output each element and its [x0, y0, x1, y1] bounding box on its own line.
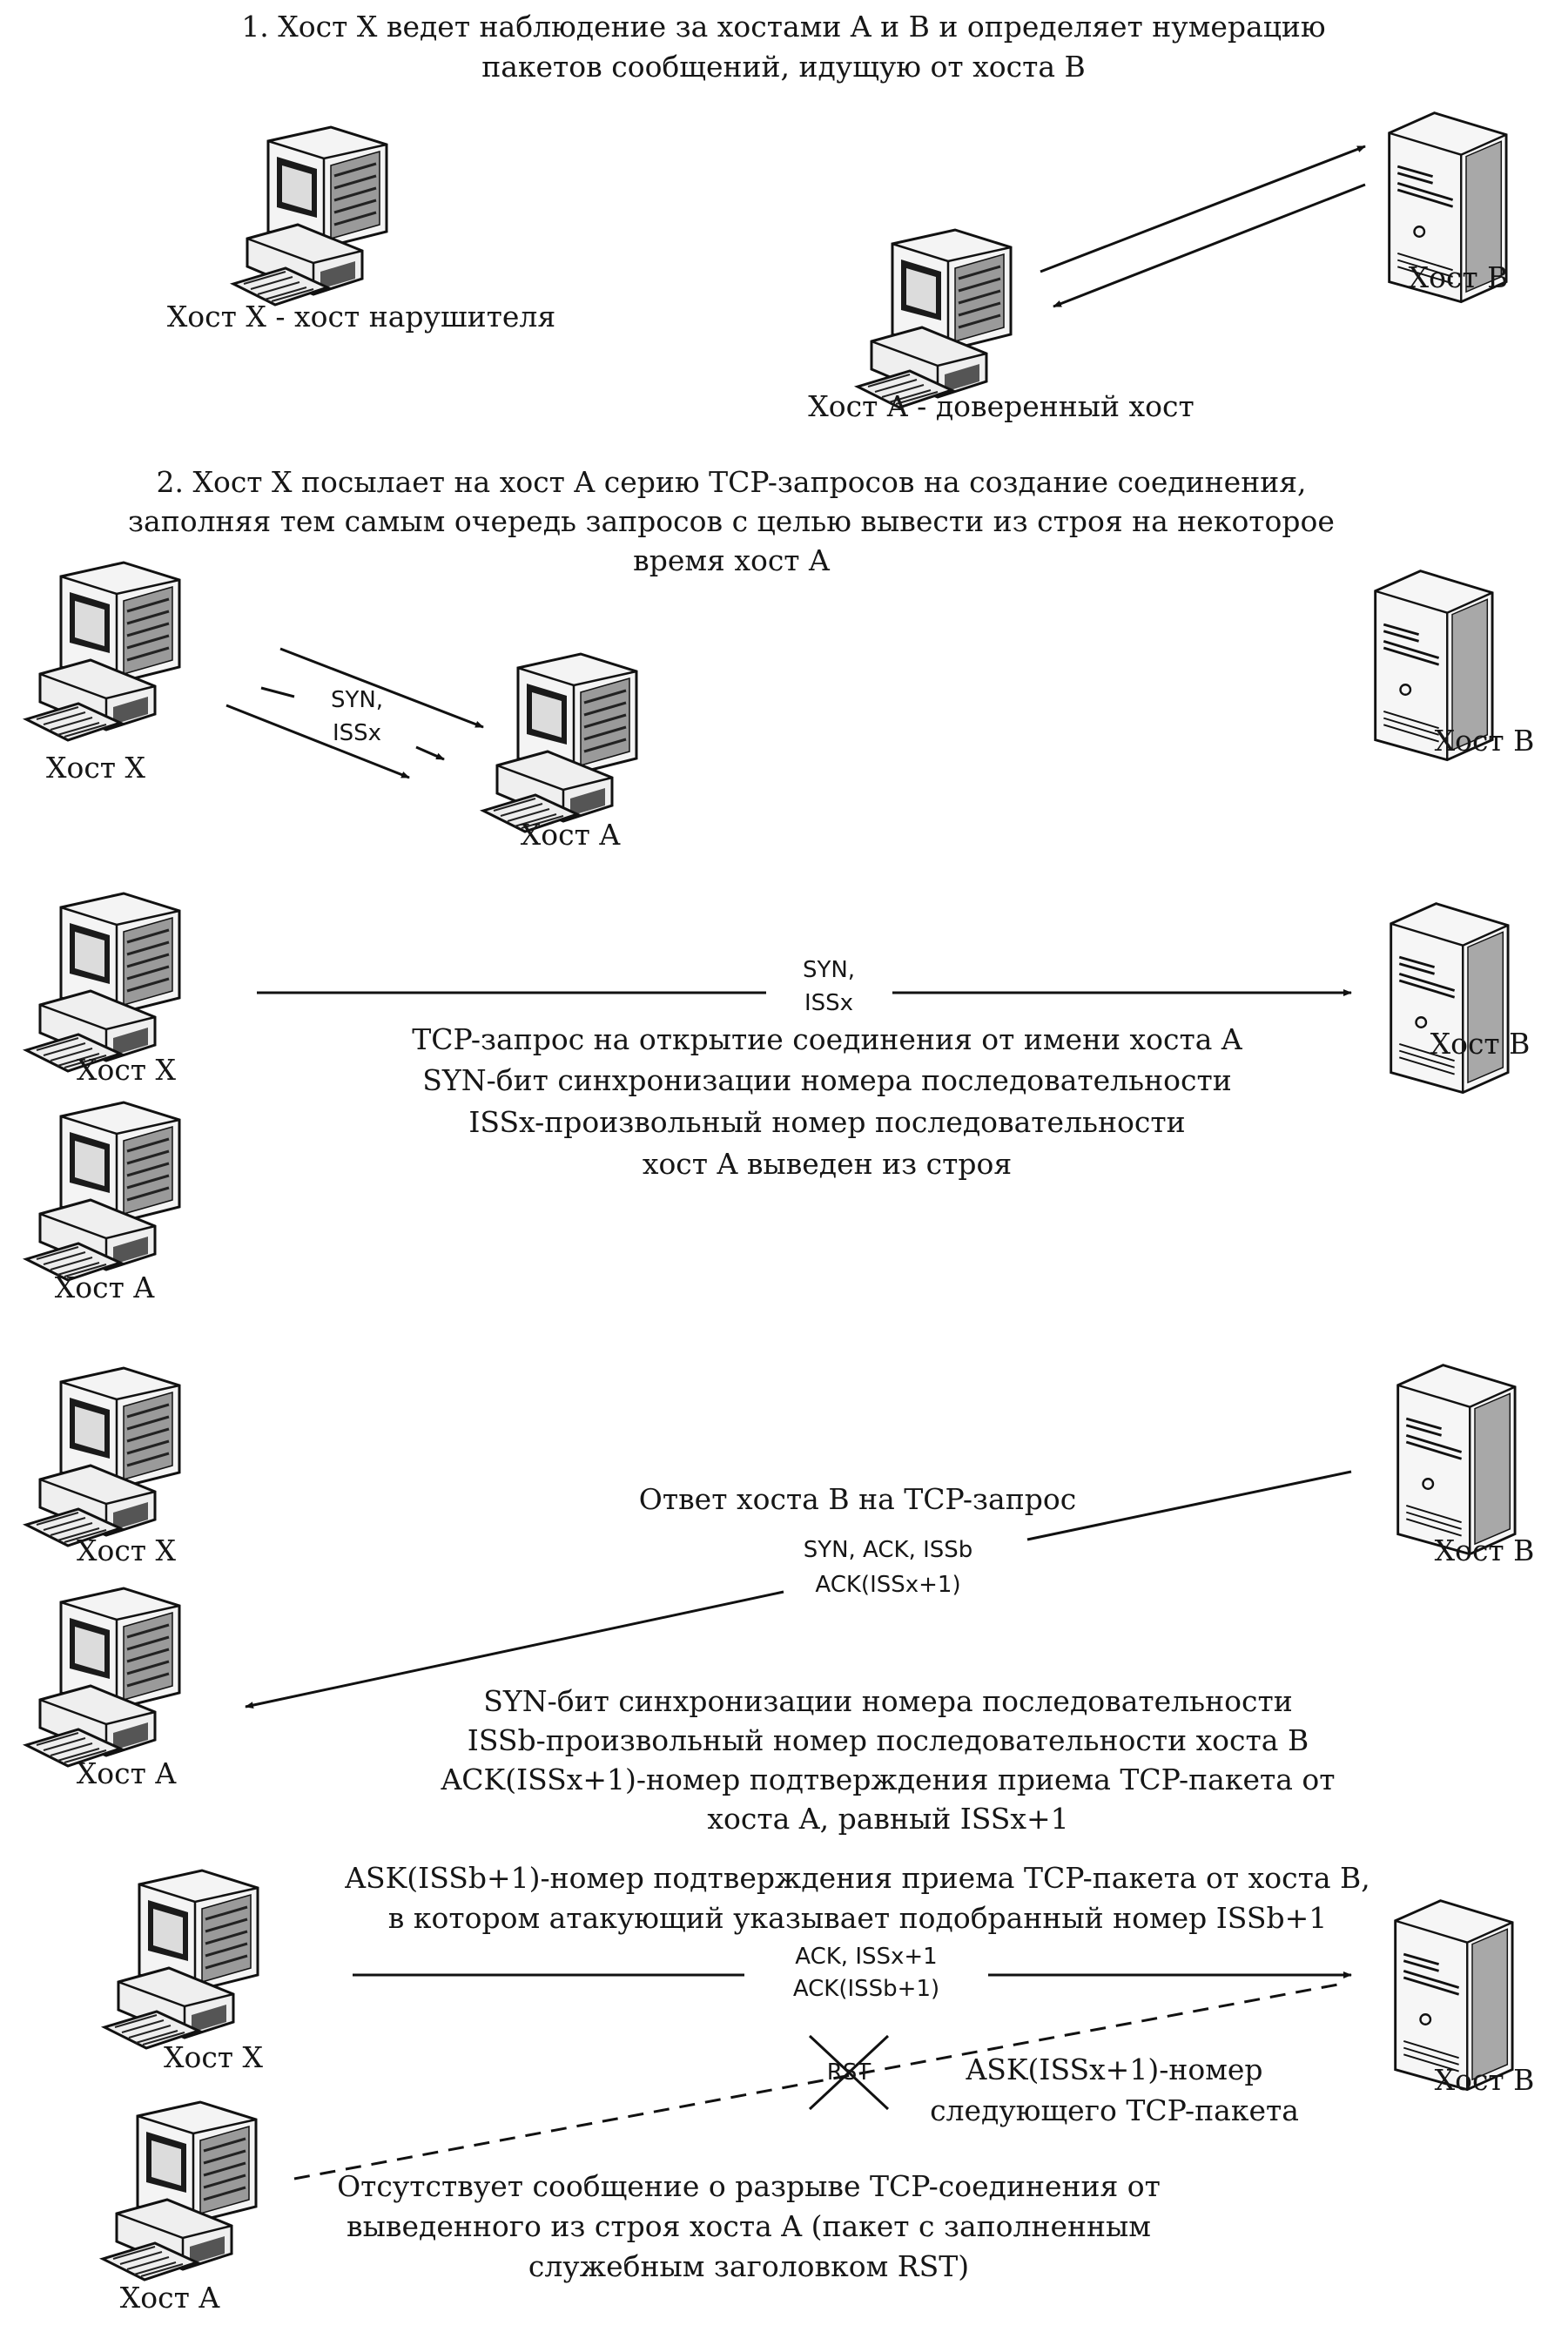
request-note-1: TCP-запрос на открытие соединения от име…	[412, 1022, 1243, 1056]
host-x-label: Хост X	[77, 1053, 177, 1087]
step2-line3: время хост A	[633, 543, 831, 577]
step2-line2: заполняя тем самым очередь запросов с це…	[128, 504, 1335, 538]
ask-issb-note-2: в котором атакующий указывает подобранны…	[388, 1901, 1327, 1935]
request-note-2: SYN-бит синхронизации номера последовате…	[422, 1063, 1231, 1097]
step2-caption: 2. Хост X посылает на хост A серию TCP-з…	[128, 465, 1335, 577]
host-a-computer-icon	[24, 1101, 181, 1282]
request-note-3: ISSx-произвольный номер последовательнос…	[468, 1105, 1185, 1139]
host-x-label: Хост X	[164, 2040, 264, 2074]
request-explanation: TCP-запрос на открытие соединения от име…	[412, 1022, 1243, 1181]
response-line-right	[1026, 1470, 1352, 1541]
response-note-1: SYN-бит синхронизации номера последовате…	[483, 1684, 1292, 1718]
host-b-label: Хост B	[1435, 2063, 1535, 2097]
host-x-computer-icon	[24, 1366, 181, 1547]
host-x-computer-icon	[24, 561, 181, 742]
syn-flood-arrow-2	[225, 704, 410, 779]
no-rst-note-3: служебным заголовком RST)	[528, 2249, 969, 2283]
host-b-label: Хост B	[1430, 1027, 1531, 1061]
response-explanation: SYN-бит синхронизации номера последовате…	[440, 1684, 1335, 1836]
rst-blocked-icon: RST	[808, 2034, 890, 2111]
step1-line2: пакетов сообщений, идущую от хоста B	[481, 50, 1086, 84]
ack-issx-packet-label: ACK, ISSx+1	[795, 1944, 937, 1970]
syn-flood-dash	[260, 686, 295, 698]
step1-line1: 1. Хост X ведет наблюдение за хостами A …	[241, 10, 1325, 44]
no-rst-note-1: Отсутствует сообщение о разрыве TCP-соед…	[337, 2169, 1161, 2203]
host-b-label: Хост B	[1435, 724, 1535, 758]
host-x-computer-icon	[24, 892, 181, 1073]
host-a-label: Хост A	[521, 818, 622, 852]
issx-label: ISSx	[333, 720, 381, 746]
host-x-label: Хост X	[77, 1533, 177, 1567]
host-x-computer-icon	[232, 125, 388, 307]
response-note-2: ISSb-произвольный номер последовательнос…	[468, 1723, 1309, 1757]
syn-flood-arrow-1	[279, 647, 484, 729]
response-note-3: ACK(ISSx+1)-номер подтверждения приема T…	[440, 1762, 1335, 1796]
host-b-server-icon	[1396, 1364, 1517, 1556]
host-a-label: Хост A	[120, 2281, 221, 2315]
host-a-label: Хост A	[55, 1270, 156, 1304]
syn-flag-label: SYN,	[803, 957, 855, 983]
host-b-server-icon	[1390, 902, 1510, 1095]
host-x-attacker-label: Хост X - хост нарушителя	[167, 300, 555, 334]
ack-issx-label: ACK(ISSx+1)	[815, 1572, 960, 1598]
host-b-server-icon	[1394, 1899, 1514, 2092]
host-b-label: Хост B	[1435, 1533, 1535, 1567]
host-a-computer-icon	[101, 2100, 258, 2281]
syn-flood-arrows: SYN, ISSx	[225, 647, 484, 779]
host-a-computer-icon	[481, 652, 638, 833]
step2-line1: 2. Хост X посылает на хост A серию TCP-з…	[156, 465, 1306, 499]
host-a-label: Хост A	[77, 1756, 178, 1790]
host-x-label: Хост X	[46, 751, 146, 785]
host-a-computer-icon	[24, 1587, 181, 1768]
response-title: Ответ хоста B на TCP-запрос	[639, 1482, 1076, 1516]
host-a-computer-icon	[856, 228, 1013, 409]
arrow-a-to-b	[1040, 145, 1366, 273]
host-a-trusted-label: Хост A - доверенный хост	[808, 389, 1194, 423]
no-rst-explanation: Отсутствует сообщение о разрыве TCP-соед…	[337, 2169, 1161, 2283]
step1-caption: 1. Хост X ведет наблюдение за хостами A …	[241, 10, 1325, 84]
syn-flood-arrow-3	[415, 745, 445, 761]
cross-stroke-2	[808, 2034, 890, 2111]
missing-rst-dashed-line	[293, 1982, 1343, 2180]
ack-issb-label: ACK(ISSb+1)	[793, 1976, 939, 2002]
rst-label: RST	[827, 2059, 871, 2086]
ask-issx-note-2: следующего TCP-пакета	[930, 2093, 1299, 2127]
response-note-4: хоста A, равный ISSx+1	[707, 1802, 1068, 1836]
ask-issx-note-1: ASK(ISSx+1)-номер	[965, 2052, 1262, 2086]
response-arrow	[245, 1590, 784, 1709]
no-rst-note-2: выведенного из строя хоста A (пакет с за…	[347, 2209, 1151, 2243]
host-x-computer-icon	[103, 1869, 259, 2050]
syn-flag-label: SYN,	[331, 687, 383, 713]
host-b-label: Хост B	[1409, 260, 1509, 294]
request-note-4: хост A выведен из строя	[643, 1147, 1012, 1181]
syn-ack-issb-label: SYN, ACK, ISSb	[804, 1537, 973, 1563]
arrow-b-to-a	[1053, 183, 1366, 308]
ask-issb-note-1: ASK(ISSb+1)-номер подтверждения приема T…	[344, 1861, 1370, 1895]
issx-label: ISSx	[804, 990, 853, 1016]
